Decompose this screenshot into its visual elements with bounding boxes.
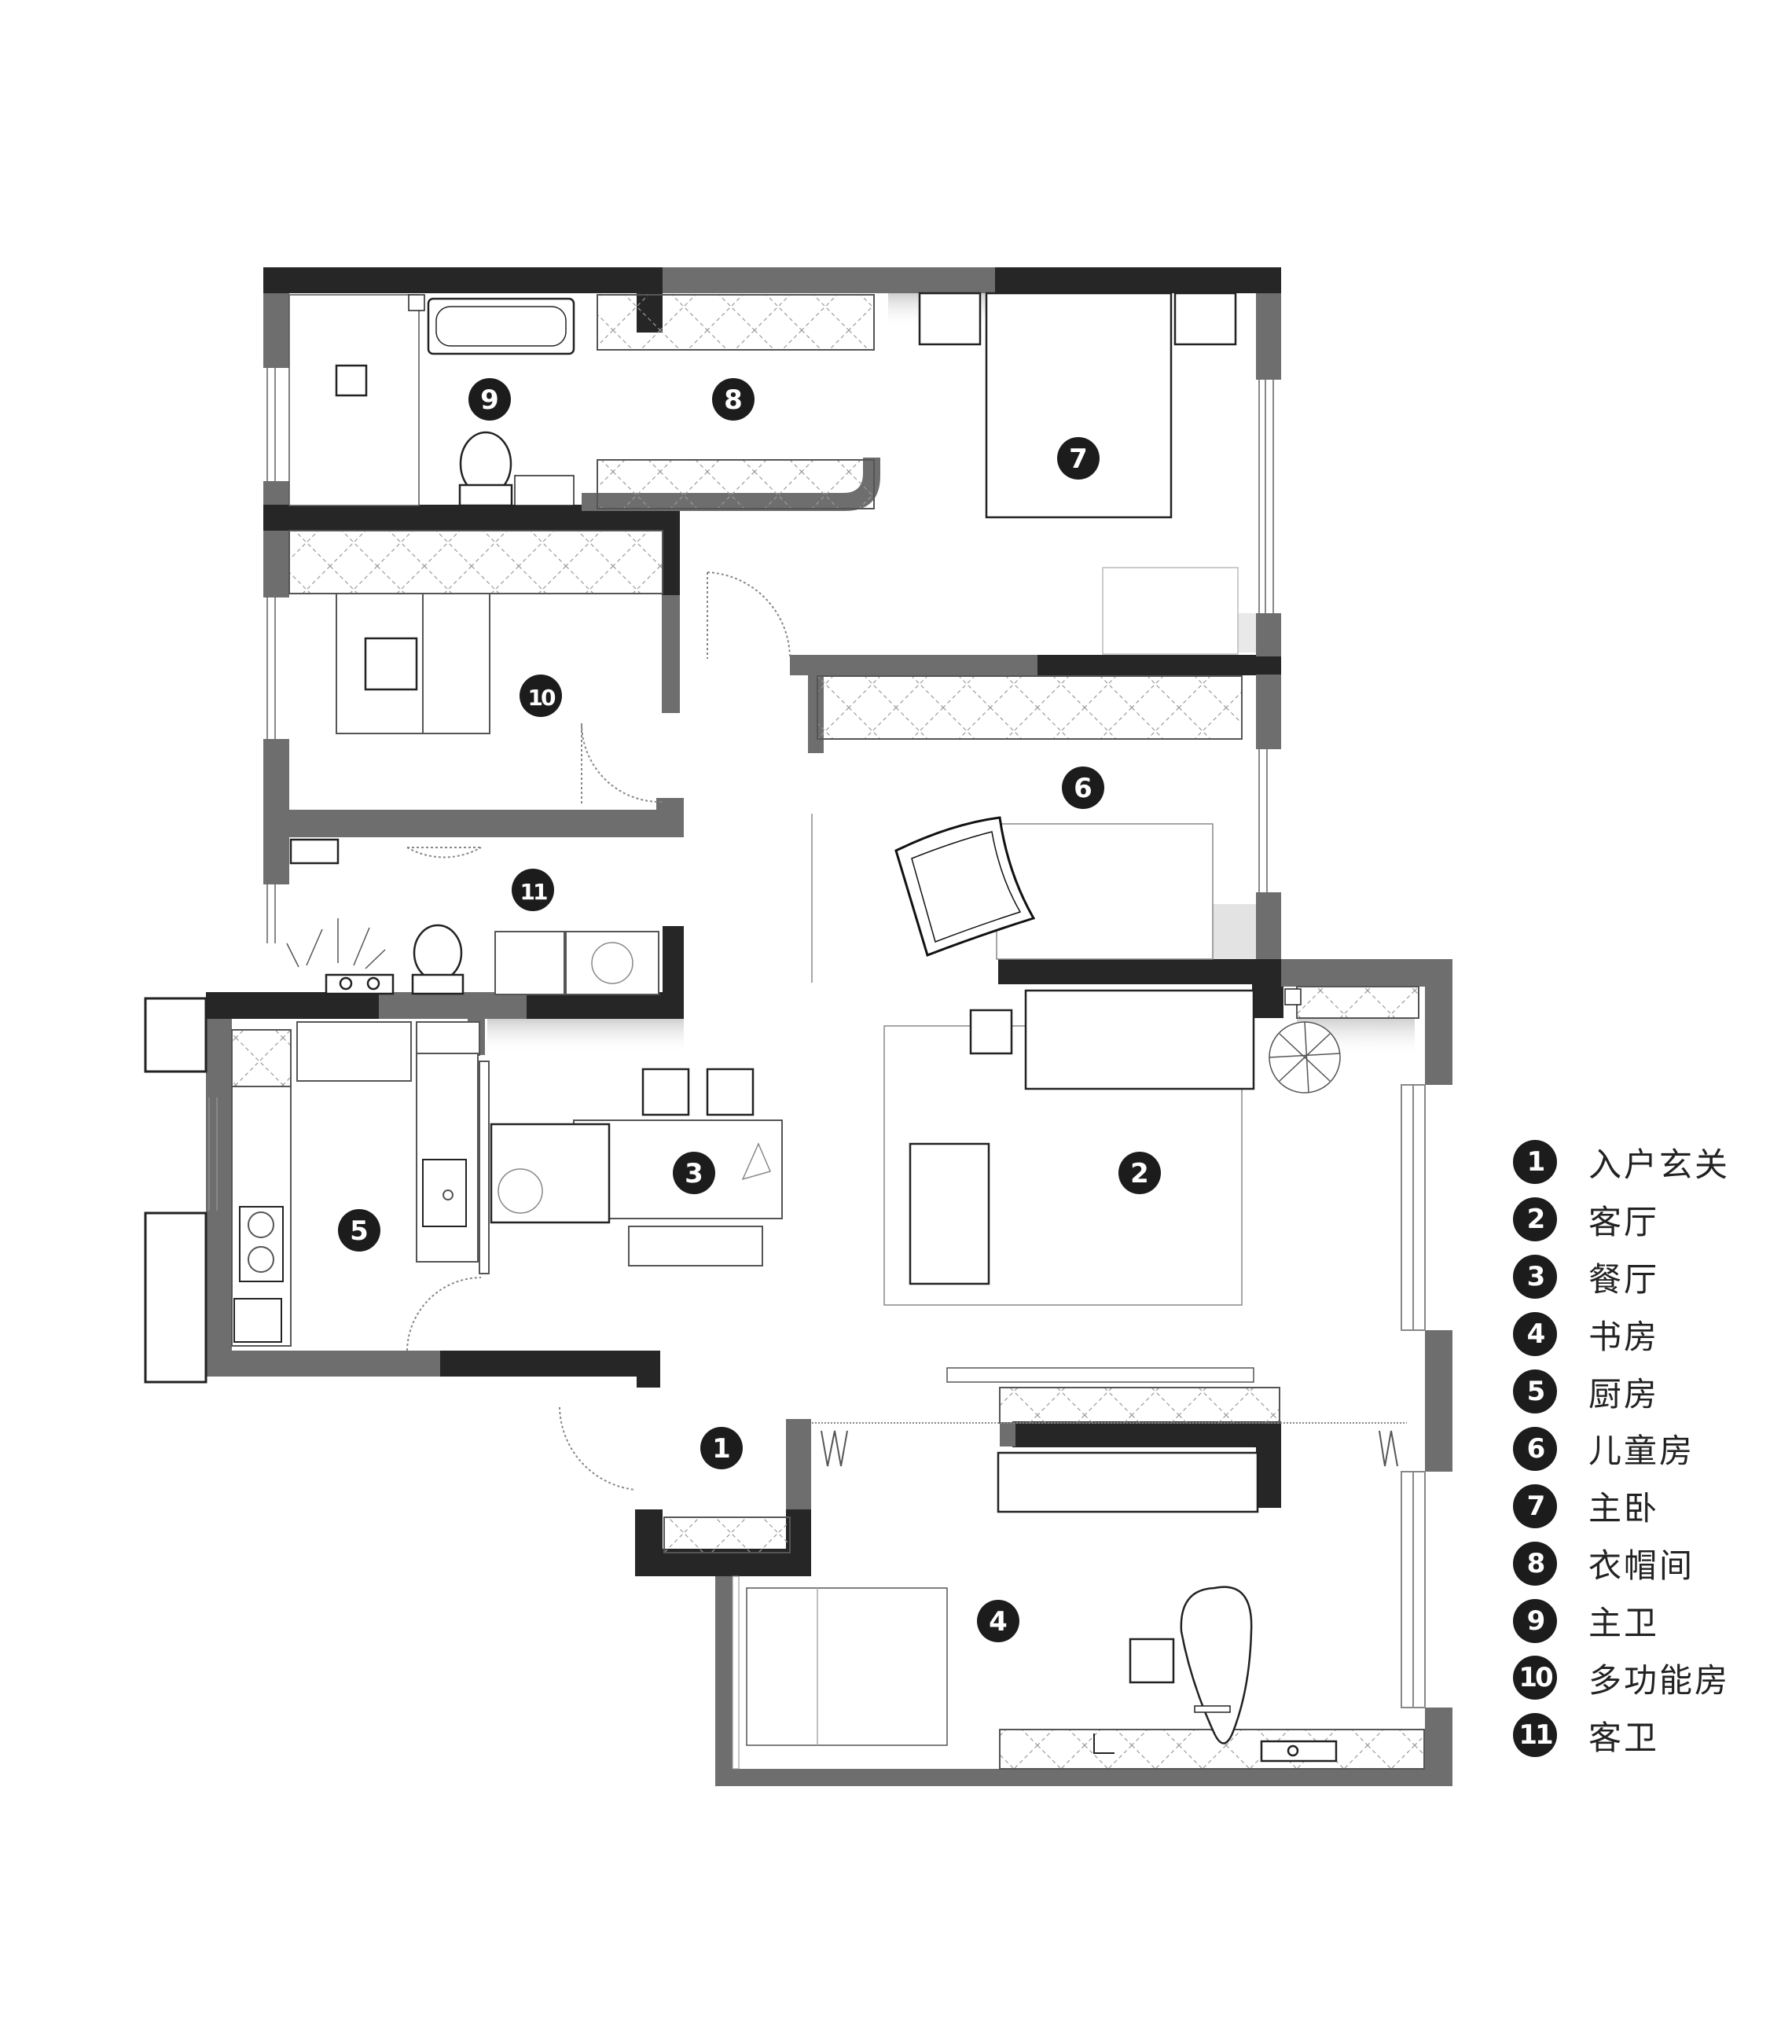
legend-item: 4 书房 bbox=[1513, 1306, 1730, 1363]
legend-badge: 10 bbox=[1513, 1656, 1557, 1700]
room-badge-number: 3 bbox=[685, 1158, 703, 1189]
legend-label: 多功能房 bbox=[1588, 1660, 1731, 1700]
legend-item: 9 主卫 bbox=[1513, 1592, 1730, 1649]
legend-item: 11 客卫 bbox=[1513, 1707, 1730, 1764]
ac-units bbox=[144, 997, 207, 1384]
master-bed bbox=[918, 292, 1239, 655]
legend-item: 10 多功能房 bbox=[1513, 1649, 1730, 1707]
windows bbox=[208, 368, 1426, 1708]
legend-item: 6 儿童房 bbox=[1513, 1420, 1730, 1477]
child-room-furniture bbox=[811, 814, 1214, 983]
wall-shading bbox=[487, 293, 1415, 1057]
legend-label: 书房 bbox=[1588, 1317, 1660, 1356]
legend-badge: 9 bbox=[1513, 1598, 1557, 1643]
legend-item: 8 衣帽间 bbox=[1513, 1535, 1730, 1592]
legend-badge: 4 bbox=[1513, 1312, 1557, 1357]
legend-item: 5 厨房 bbox=[1513, 1363, 1730, 1421]
room-badge-9 bbox=[468, 378, 511, 421]
walls-gray bbox=[206, 267, 1452, 1786]
multifunction-room-furniture bbox=[336, 593, 490, 734]
study-furniture bbox=[732, 1575, 1338, 1770]
room-badge-number: 9 bbox=[480, 384, 499, 416]
room-badge-number: 4 bbox=[989, 1606, 1008, 1638]
legend-badge: 6 bbox=[1513, 1426, 1557, 1471]
room-badge-5 bbox=[338, 1209, 380, 1252]
room-badge-number: 6 bbox=[1074, 773, 1092, 804]
room-badge-number: 5 bbox=[350, 1215, 369, 1247]
legend-item: 7 主卧 bbox=[1513, 1477, 1730, 1535]
room-badge-number: 2 bbox=[1130, 1158, 1149, 1189]
legend-label: 客卫 bbox=[1588, 1718, 1660, 1757]
dining-furniture bbox=[490, 1068, 783, 1266]
legend-badge: 5 bbox=[1513, 1369, 1557, 1414]
room-badge-number: 1 bbox=[712, 1433, 731, 1465]
doors bbox=[406, 572, 1407, 1491]
legend-label: 客厅 bbox=[1588, 1202, 1660, 1241]
room-badge-number: 7 bbox=[1069, 443, 1088, 475]
legend-label: 餐厅 bbox=[1588, 1259, 1660, 1299]
room-badges: 1 2 3 4 5 6 7 8 9 10 11 bbox=[338, 378, 1161, 1642]
room-badge-number: 8 bbox=[724, 384, 743, 416]
room-badge-number: 10 bbox=[528, 685, 556, 711]
room-badge-10 bbox=[520, 675, 562, 717]
legend-label: 主卧 bbox=[1588, 1489, 1660, 1528]
legend-item: 2 客厅 bbox=[1513, 1191, 1730, 1248]
legend-badge: 1 bbox=[1513, 1140, 1557, 1185]
legend-badge: 7 bbox=[1513, 1483, 1557, 1528]
sliding-door-marks bbox=[821, 1430, 1398, 1467]
room-badge-3 bbox=[673, 1152, 715, 1194]
room-badge-6 bbox=[1062, 766, 1104, 809]
master-bath-fixtures bbox=[288, 294, 575, 507]
room-badge-8 bbox=[712, 378, 755, 421]
legend-badge: 8 bbox=[1513, 1541, 1557, 1586]
legend-item: 1 入户玄关 bbox=[1513, 1134, 1730, 1191]
legend-badge: 3 bbox=[1513, 1255, 1557, 1300]
kitchen-fixtures bbox=[231, 1021, 490, 1347]
legend-label: 儿童房 bbox=[1588, 1432, 1695, 1471]
legend-label: 入户玄关 bbox=[1588, 1145, 1731, 1184]
guest-bath-fixtures bbox=[286, 838, 659, 995]
room-badge-2 bbox=[1118, 1152, 1161, 1194]
legend-item: 3 餐厅 bbox=[1513, 1248, 1730, 1306]
legend-label: 厨房 bbox=[1588, 1374, 1660, 1414]
room-badge-11 bbox=[512, 869, 554, 911]
legend-label: 主卫 bbox=[1588, 1604, 1660, 1643]
living-room-furniture bbox=[883, 988, 1341, 1513]
cabinets bbox=[231, 294, 1425, 1770]
room-badge-4 bbox=[977, 1600, 1019, 1642]
legend-badge: 2 bbox=[1513, 1197, 1557, 1242]
room-badge-1 bbox=[700, 1427, 743, 1469]
legend-label: 衣帽间 bbox=[1588, 1546, 1695, 1586]
room-badge-7 bbox=[1057, 437, 1100, 480]
legend-badge: 11 bbox=[1513, 1713, 1557, 1758]
room-badge-number: 11 bbox=[520, 879, 547, 905]
